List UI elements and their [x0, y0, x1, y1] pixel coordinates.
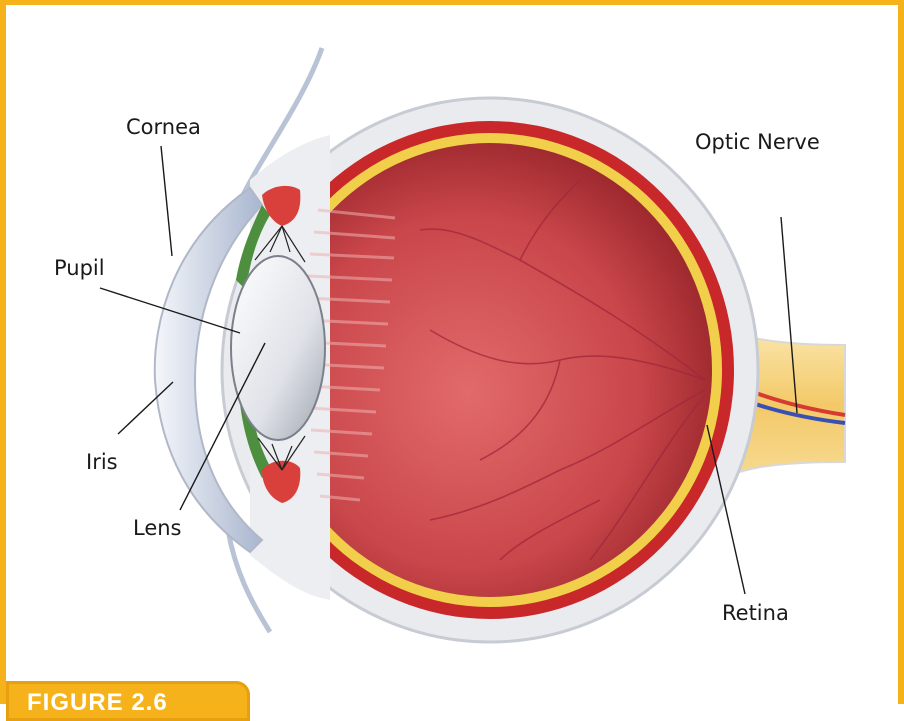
cornea-label: Cornea	[126, 115, 201, 139]
pupil-label: Pupil	[54, 256, 105, 280]
lens-label: Lens	[133, 516, 182, 540]
eye-anatomy-diagram	[0, 0, 904, 704]
cornea-leader	[161, 146, 172, 256]
optic-nerve-label: Optic Nerve	[695, 130, 820, 154]
iris-label: Iris	[86, 450, 118, 474]
figure-number: FIGURE 2.6	[27, 689, 168, 717]
lens	[231, 256, 325, 440]
retina-label: Retina	[722, 601, 789, 625]
